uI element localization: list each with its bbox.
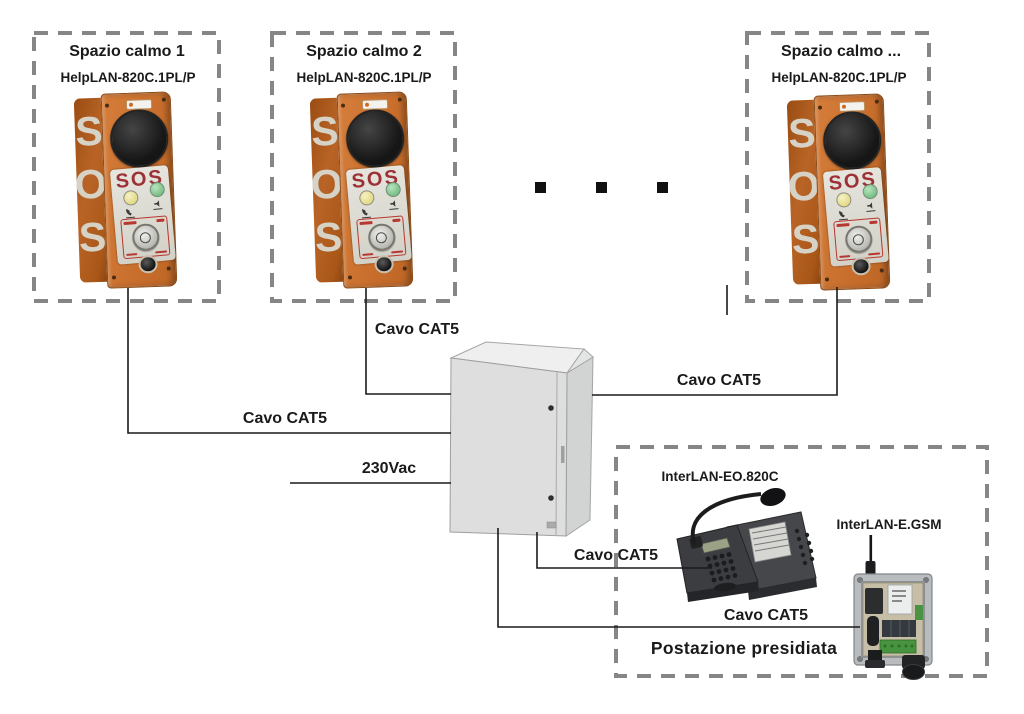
call-led (358, 189, 375, 207)
cable-label-230vac: 230Vac (361, 460, 417, 477)
zone-title-n: Spazio calmo ... (780, 43, 902, 60)
cabinet-nameplate (546, 521, 557, 529)
control-cabinet (449, 341, 594, 537)
call-led (122, 189, 139, 207)
screw-icon (397, 97, 402, 102)
sos-intercom-1: SOS SOS (65, 91, 178, 289)
cable-label-cat5-gsm: Cavo CAT5 (723, 607, 809, 624)
service-button (138, 254, 158, 274)
voice-icon (153, 200, 163, 210)
cable-label-cat5-console: Cavo CAT5 (573, 547, 659, 564)
control-room-title: Postazione presidiata (650, 638, 838, 658)
ellipsis-dots (535, 182, 668, 193)
service-button (851, 256, 871, 276)
alarm-bell-button (130, 222, 160, 252)
screw-icon (824, 277, 830, 282)
cable-label-cat5-station3: Cavo CAT5 (676, 372, 762, 389)
screw-icon (166, 266, 171, 271)
voice-led (862, 183, 879, 200)
front-panel: SOS (345, 165, 412, 265)
device-front-face: SOS (100, 91, 178, 289)
screw-icon (347, 275, 353, 280)
cabinet-lock-top (548, 405, 554, 411)
gsm-component-block (865, 588, 883, 614)
front-panel: SOS (109, 165, 176, 265)
gsm-relay-row (882, 620, 916, 637)
screw-icon (111, 275, 117, 280)
gsm-antenna-base (865, 561, 876, 575)
screw-icon (879, 268, 884, 273)
speaker-grille (822, 110, 883, 171)
front-panel: SOS (822, 167, 889, 267)
gsm-radio-unit (887, 584, 913, 615)
cabinet-lock-bottom (548, 495, 554, 501)
gsm-antenna (869, 535, 873, 563)
gsm-model-label: InterLAN-E.GSM (836, 517, 942, 532)
voice-led (149, 181, 166, 198)
device-front-face: SOS (336, 91, 414, 289)
gsm-capacitor (867, 616, 879, 646)
gsm-terminal-small (915, 605, 923, 620)
alarm-bell-button (366, 222, 396, 252)
brand-sticker (125, 99, 153, 110)
speaker-grille (345, 108, 406, 169)
sos-intercom-n: SOS SOS (778, 93, 891, 291)
brand-sticker (838, 101, 866, 112)
screw-icon (340, 103, 346, 108)
cable-cat5-station2 (365, 288, 451, 395)
screw-icon (104, 103, 110, 108)
screw-icon (874, 99, 879, 104)
alarm-button-panel (120, 215, 171, 260)
zone-model-1: HelpLAN-820C.1PL/P (60, 70, 196, 85)
zone-title-2: Spazio calmo 2 (306, 43, 422, 60)
mic-capsule (760, 487, 786, 507)
cabinet-door-edge (555, 371, 558, 536)
zone-title-1: Spazio calmo 1 (69, 43, 185, 60)
screw-icon (402, 266, 407, 271)
brand-sticker (361, 99, 389, 110)
voice-icon (866, 202, 876, 212)
cabinet-handle-slot (561, 446, 565, 463)
cable-label-cat5-station2: Cavo CAT5 (374, 321, 460, 338)
gsm-module (850, 532, 940, 682)
voice-icon (389, 200, 399, 210)
alarm-bell-button (843, 224, 873, 254)
screw-icon (817, 105, 823, 110)
operator-console (665, 483, 840, 605)
service-button (374, 254, 394, 274)
sos-intercom-2: SOS SOS (301, 91, 414, 289)
screw-icon (161, 97, 166, 102)
voice-led (385, 181, 402, 198)
alarm-button-panel (356, 215, 407, 260)
cable-label-cat5-station1: Cavo CAT5 (242, 410, 328, 427)
alarm-button-panel (833, 217, 884, 262)
call-led (835, 191, 852, 209)
device-front-face: SOS (813, 93, 891, 291)
speaker-grille (109, 108, 170, 169)
zone-model-2: HelpLAN-820C.1PL/P (296, 70, 432, 85)
console-model-label: InterLAN-EO.820C (661, 469, 779, 484)
zone-model-n: HelpLAN-820C.1PL/P (771, 70, 907, 85)
